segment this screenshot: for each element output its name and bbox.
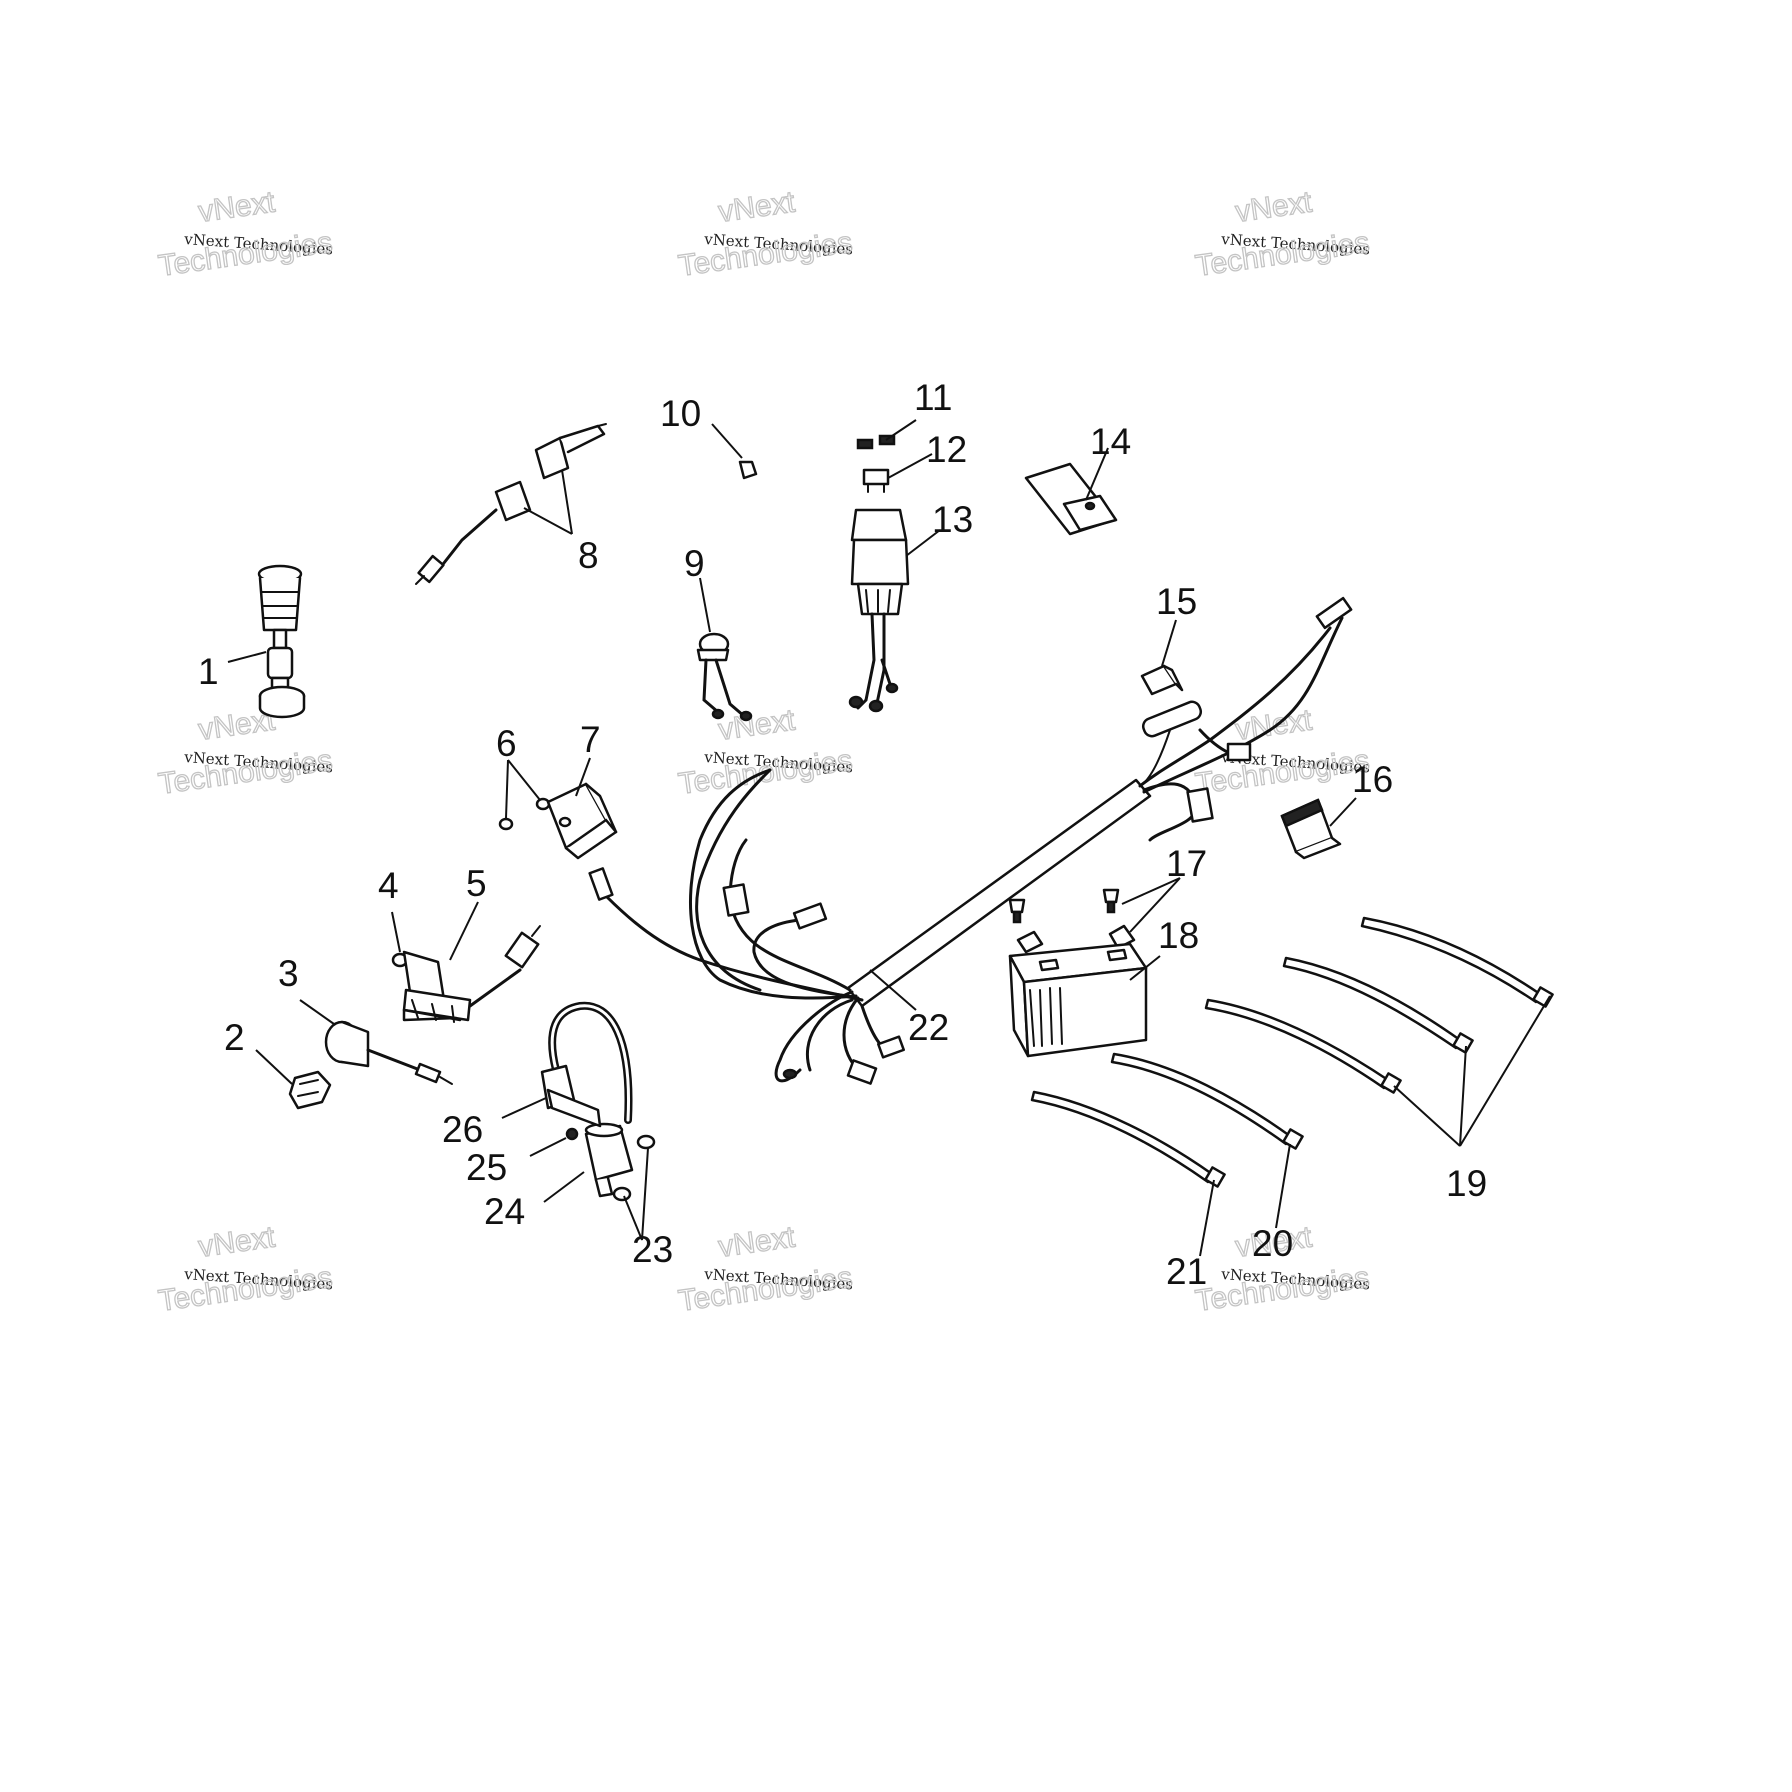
- part-24-ignition-coil: [584, 1122, 634, 1198]
- watermark: vNext vNext Technologies Technologies: [156, 185, 335, 284]
- part-8-handlebar-switches: [415, 423, 607, 585]
- svg-text:vNext: vNext: [196, 1220, 277, 1263]
- callout-2: 2: [224, 1017, 245, 1058]
- callout-23: 23: [632, 1229, 673, 1270]
- part-15-connector: [1140, 664, 1184, 696]
- watermark: vNext vNext Technologies Technologies: [156, 1220, 335, 1319]
- part-14-pouch: [1024, 462, 1118, 536]
- watermark: vNext vNext Technologies Technologies: [676, 703, 855, 802]
- svg-text:vNext: vNext: [716, 185, 797, 228]
- callout-18: 18: [1158, 915, 1199, 956]
- part-18-battery: [1008, 942, 1148, 1058]
- callout-11: 11: [914, 377, 952, 418]
- callout-7: 7: [580, 719, 601, 760]
- callout-9: 9: [684, 543, 705, 584]
- part-2-clip: [288, 1070, 332, 1110]
- callout-22: 22: [908, 1007, 949, 1048]
- part-16-relay: [1280, 798, 1342, 860]
- svg-text:vNext: vNext: [1233, 185, 1314, 228]
- part-10-bulb: [738, 460, 758, 480]
- part-20-cable-tie: [1110, 1052, 1304, 1150]
- part-23-screws: [612, 1134, 656, 1202]
- callout-14: 14: [1090, 421, 1131, 462]
- part-6-screws: [498, 797, 551, 831]
- watermark: vNext vNext Technologies Technologies: [676, 185, 855, 284]
- part-9-sensor: [696, 632, 753, 722]
- svg-text:vNext: vNext: [716, 703, 797, 746]
- leader-lines: [227, 419, 1551, 1257]
- callout-21: 21: [1166, 1251, 1207, 1292]
- part-1-key-switch: [257, 564, 306, 719]
- callout-10: 10: [660, 393, 701, 434]
- part-19-cable-ties: [1204, 916, 1554, 1094]
- part-21-cable-tie: [1030, 1090, 1226, 1188]
- callout-4: 4: [378, 865, 399, 906]
- part-3-switch: [324, 1020, 453, 1085]
- callout-numbers: 1 2 3 4 5 6 7 8 9 10 11 12 13 14 15 16 1…: [198, 377, 1487, 1292]
- callout-26: 26: [442, 1109, 483, 1150]
- callout-24: 24: [484, 1191, 525, 1232]
- part-12-fuse: [862, 468, 890, 493]
- part-7-cdi-unit: [546, 782, 618, 860]
- part-26-spark-plug-cap: [540, 1001, 633, 1128]
- callout-8: 8: [578, 535, 599, 576]
- callout-15: 15: [1156, 581, 1197, 622]
- callout-13: 13: [932, 499, 973, 540]
- callout-17: 17: [1166, 843, 1207, 884]
- svg-text:vNext: vNext: [1233, 703, 1314, 746]
- callout-3: 3: [278, 953, 299, 994]
- callout-5: 5: [466, 863, 487, 904]
- watermark: vNext vNext Technologies Technologies: [676, 1220, 855, 1319]
- callout-16: 16: [1352, 759, 1393, 800]
- part-13-starter-relay: [848, 508, 910, 713]
- svg-text:vNext: vNext: [196, 185, 277, 228]
- part-17-terminal-bolts: [1008, 888, 1136, 954]
- callout-20: 20: [1252, 1223, 1293, 1264]
- watermark: vNext vNext Technologies Technologies: [156, 703, 335, 802]
- part-22-wiring-harness: [588, 596, 1353, 1085]
- watermark: vNext vNext Technologies Technologies: [1193, 185, 1372, 284]
- callout-25: 25: [466, 1147, 507, 1188]
- watermark: vNext vNext Technologies Technologies: [1193, 703, 1372, 802]
- callout-19: 19: [1446, 1163, 1487, 1204]
- part-25-washer: [565, 1127, 579, 1141]
- svg-text:vNext: vNext: [716, 1220, 797, 1263]
- part-5-regulator: [402, 925, 541, 1023]
- callout-6: 6: [496, 723, 517, 764]
- callout-1: 1: [198, 651, 219, 692]
- callout-12: 12: [926, 429, 967, 470]
